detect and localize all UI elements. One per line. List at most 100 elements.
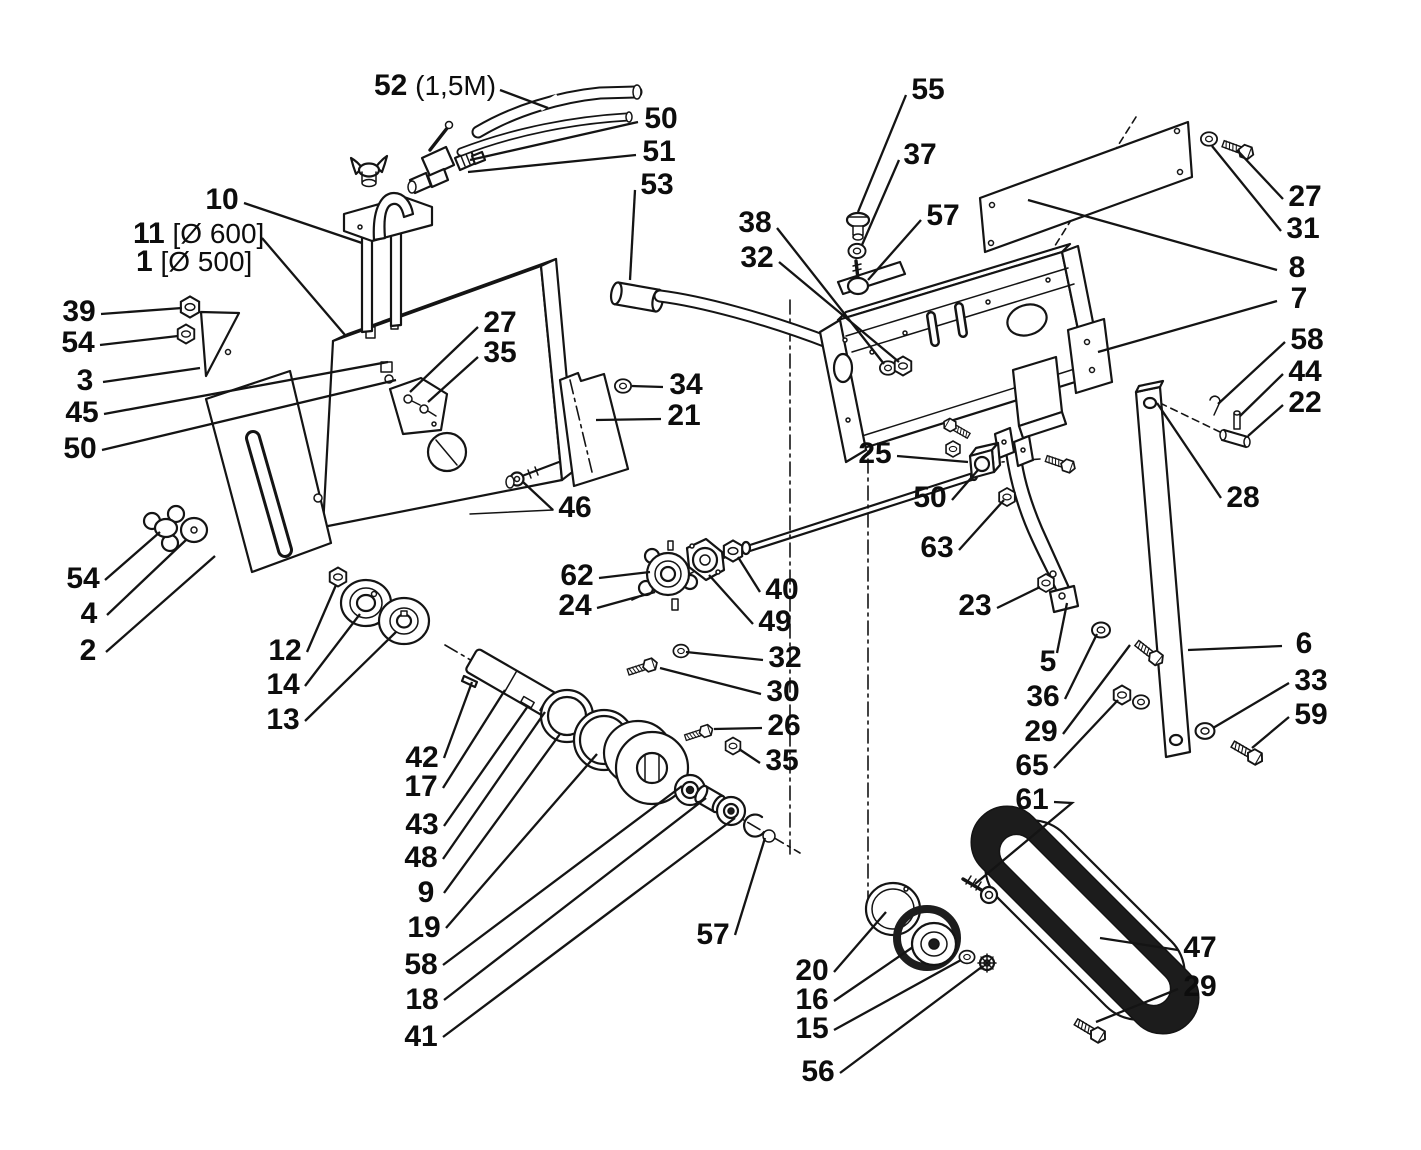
leader-10 <box>243 201 363 245</box>
callout-27-bolt: 27 <box>1288 180 1321 213</box>
leader-63 <box>958 499 1005 551</box>
callout-55: 55 <box>911 73 944 106</box>
leader-57-ring <box>733 837 767 936</box>
leader-62 <box>598 570 651 580</box>
callout-8: 8 <box>1289 251 1306 284</box>
callout-5: 5 <box>1040 645 1057 678</box>
leader-18 <box>443 797 707 1001</box>
leader-50-cube <box>951 469 979 501</box>
callout-21: 21 <box>667 399 700 432</box>
callout-36: 36 <box>1026 680 1059 713</box>
leader-7 <box>1097 299 1278 354</box>
leader-2 <box>105 555 216 653</box>
leader-17 <box>442 689 506 789</box>
callout-57-ring: 57 <box>696 918 729 951</box>
plumbing <box>349 84 837 350</box>
callout-47: 47 <box>1183 931 1216 964</box>
flange-bearing-assy <box>625 470 979 756</box>
callout-35-nut: 35 <box>765 744 798 777</box>
callout-57-stud: 57 <box>926 199 959 232</box>
left-guard <box>142 295 333 574</box>
leader-34 <box>631 384 664 389</box>
callout-3: 3 <box>77 364 94 397</box>
leader-55 <box>856 94 908 213</box>
callout-56: 56 <box>801 1055 834 1088</box>
callout-54-top: 54 <box>61 326 95 359</box>
leader-58-wire <box>1217 341 1286 405</box>
callout-34: 34 <box>669 368 703 401</box>
leader-16 <box>833 946 914 1002</box>
callout-43: 43 <box>405 808 438 841</box>
callout-52: 52 (1,5M) <box>374 69 496 102</box>
cube-50 <box>968 441 1002 480</box>
callout-59: 59 <box>1294 698 1327 731</box>
leader-14 <box>304 613 361 687</box>
callout-20: 20 <box>795 954 828 987</box>
callout-53: 53 <box>640 168 673 201</box>
leader-23 <box>996 585 1041 610</box>
leader-56 <box>839 965 984 1074</box>
leader-65 <box>1053 699 1119 769</box>
leader-27-plate <box>409 326 479 393</box>
leader-59 <box>1251 716 1290 749</box>
leader-54-top <box>99 334 179 347</box>
leader-21 <box>595 417 662 422</box>
callout-7: 7 <box>1291 282 1308 315</box>
callout-19: 19 <box>407 911 440 944</box>
callout-61: 61 <box>1015 783 1048 816</box>
clamp-plate <box>388 376 449 436</box>
callout-62: 62 <box>560 559 593 592</box>
callout-32-nut: 32 <box>740 241 773 274</box>
callout-2: 2 <box>80 634 97 667</box>
callout-18: 18 <box>405 983 438 1016</box>
callout-13: 13 <box>266 703 299 736</box>
washer-33 <box>1194 722 1216 740</box>
callout-32-washer: 32 <box>768 641 801 674</box>
callout-63: 63 <box>920 531 953 564</box>
leader-24 <box>596 590 656 610</box>
callout-50-hose: 50 <box>644 102 677 135</box>
leader-51 <box>467 153 637 174</box>
leader-8 <box>1027 198 1278 272</box>
washer-31 <box>1200 131 1218 147</box>
leader-38 <box>776 227 885 365</box>
leader-11 <box>261 237 346 336</box>
callout-38: 38 <box>738 206 771 239</box>
support-bar-6 <box>1091 379 1267 768</box>
wire-58 <box>1209 395 1221 416</box>
leader-5 <box>1055 602 1069 654</box>
leader-22 <box>1247 404 1284 437</box>
washer-15 <box>958 949 976 965</box>
leader-6 <box>1187 644 1283 652</box>
washer-36 <box>1091 621 1111 639</box>
callout-25: 25 <box>858 437 891 470</box>
washer-37 <box>847 242 867 260</box>
leader-28 <box>1156 402 1222 499</box>
leader-9 <box>443 733 561 894</box>
callout-24: 24 <box>558 589 592 622</box>
callout-50-left: 50 <box>63 432 96 465</box>
nut-23 <box>1037 573 1055 593</box>
callout-41: 41 <box>404 1020 437 1053</box>
callout-15: 15 <box>795 1012 828 1045</box>
stud-57 <box>846 259 870 296</box>
callout-40: 40 <box>765 573 798 606</box>
leader-12 <box>305 584 338 653</box>
callout-11: 11 [Ø 600] <box>133 217 264 250</box>
leader-26 <box>713 726 763 731</box>
leader-3 <box>102 366 201 384</box>
leader-29-belt <box>1095 987 1179 1024</box>
callout-54-knob: 54 <box>66 562 100 595</box>
leader-42 <box>442 681 474 759</box>
leader-25 <box>896 454 969 464</box>
leader-61 <box>974 800 1075 885</box>
grip-53 <box>609 281 665 313</box>
shaft-assembly <box>460 648 776 843</box>
leader-35-nut <box>738 748 761 764</box>
leader-32-washer <box>685 650 764 662</box>
callout-39: 39 <box>62 295 95 328</box>
leader-53 <box>628 189 637 281</box>
plug-55 <box>845 211 871 241</box>
callout-65: 65 <box>1015 749 1048 782</box>
